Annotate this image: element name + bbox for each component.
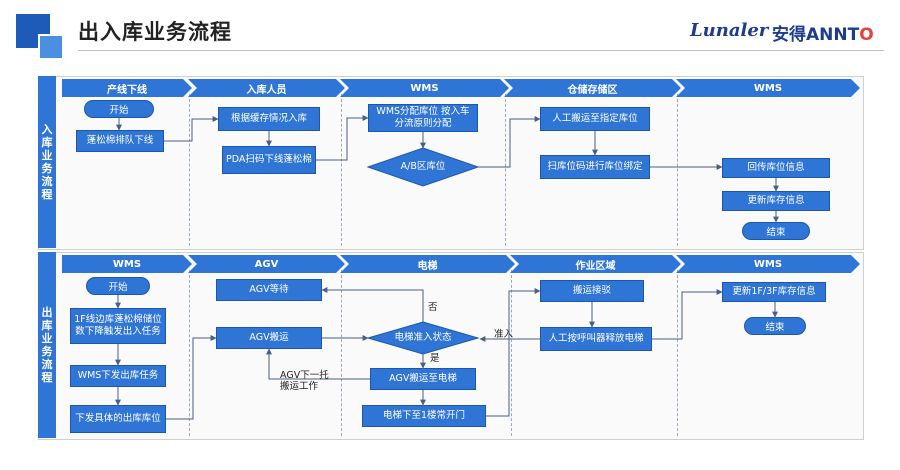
outbound-move-pick-node: 搬运接驳 [540,280,644,302]
decision-no-label: 否 [428,302,438,313]
inbound-wms-assign-node: WMS分配库位 按入车分流原则分配 [368,104,478,132]
brand-annto-prefix: 安得 [772,25,806,45]
inbound-end-node: 结束 [742,222,810,240]
outbound-start-node: 开始 [86,277,150,295]
decision-yes-label: 是 [430,353,440,364]
outbound-col-separator [511,270,512,436]
logo-square-light [38,34,64,60]
inbound-col-separator [677,94,678,246]
outbound-elevator-down-node: 电梯下至1楼常开门 [362,405,486,427]
inbound-col-separator [189,94,190,246]
brand-annto-logo: 安得ANNTO [772,20,874,45]
outbound-wms-issue-node: WMS下发出库任务 [70,365,166,387]
inbound-return-info-node: 回传库位信息 [722,158,830,178]
outbound-col-header-1: AGV [188,255,345,273]
outbound-lane-label: 出库业务流程 [38,252,56,438]
outbound-col-header-3: 作业区域 [510,255,681,273]
header-divider [78,50,884,51]
outbound-agv-to-elevator-node: AGV搬运至电梯 [370,368,476,390]
outbound-col-header-0: WMS [62,255,192,273]
inbound-scan-bind-node: 扫库位码进行库位绑定 [540,155,650,179]
inbound-manual-move-node: 人工搬运至指定库位 [540,107,650,131]
outbound-col-separator [677,270,678,436]
header-logo-squares [16,14,64,60]
inbound-col-header-3: 仓储存储区 [504,79,681,97]
outbound-end-node: 结束 [744,317,806,335]
outbound-agv-carry-node: AGV搬运 [216,327,322,349]
inbound-col-separator [341,94,342,246]
inbound-check-cache-node: 根据缓存情况入库 [218,107,320,131]
inbound-ab-zone-label: A/B区库位 [400,161,446,172]
inbound-start-node: 开始 [84,100,154,118]
inbound-col-header-1: 入库人员 [188,79,345,97]
inbound-lane-label: 入库业务流程 [38,76,56,248]
inbound-col-header-4: WMS [676,79,860,97]
inbound-update-stock-node: 更新库存信息 [722,191,830,211]
outbound-elevator-ready-label: 电梯准入状态 [394,332,452,343]
outbound-issue-location-node: 下发具体的出库库位 [70,405,166,433]
inbound-pda-scan-node: PDA扫码下线蓬松棉 [222,146,316,174]
inbound-col-header-0: 产线下线 [62,79,192,97]
outbound-col-header-4: WMS [676,255,860,273]
inbound-col-separator [505,94,506,246]
outbound-col-header-2: 电梯 [340,255,515,273]
outbound-agv-wait-node: AGV等待 [216,279,322,301]
outbound-update-stock-node: 更新1F/3F库存信息 [722,282,826,302]
page-title: 出入库业务流程 [78,20,232,44]
outbound-manual-release-node: 人工按呼叫器释放电梯 [540,327,652,351]
outbound-col-separator [189,270,190,436]
inbound-col-header-2: WMS [340,79,509,97]
outbound-col-separator [341,270,342,436]
brand-lunaler-logo: Lunaler [690,20,769,41]
brand-annto-main: ANNT [806,25,860,45]
outbound-trigger-node: 1F线边库蓬松棉储位数下降触发出入任务 [70,308,166,344]
inbound-offline-node: 蓬松棉排队下线 [76,130,164,152]
agv-next-label: AGV下一托搬运工作 [280,370,329,392]
admit-label: 准入 [494,329,514,340]
brand-annto-o: O [859,25,874,45]
